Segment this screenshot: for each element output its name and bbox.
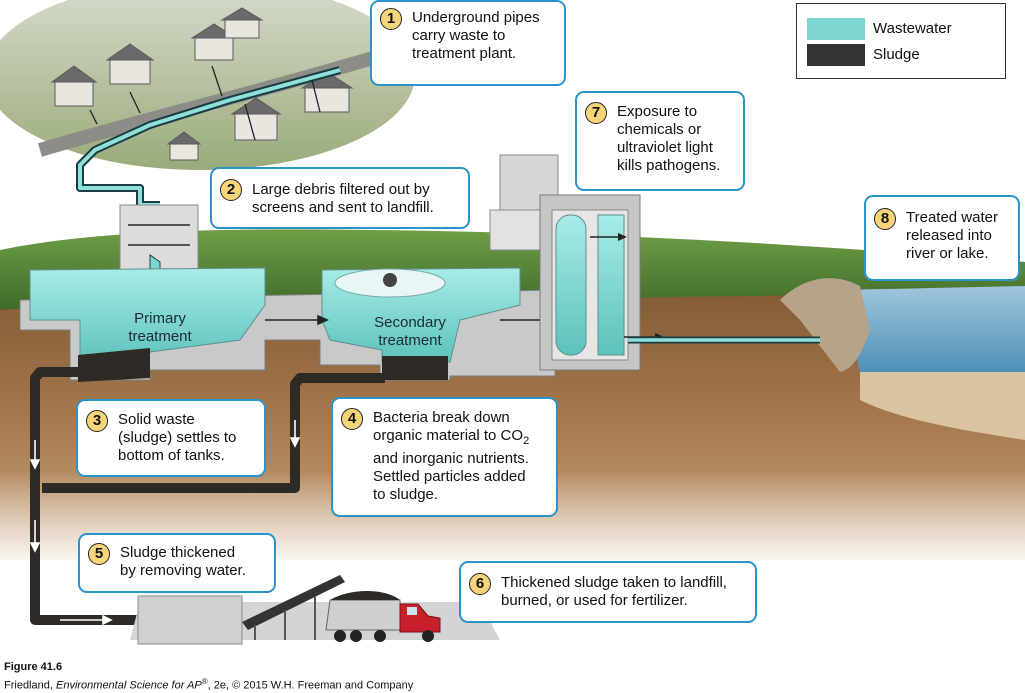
step-text: Underground pipes carry waste to treatme… — [412, 9, 540, 62]
callout-step-2: 2 Large debris filtered out by screens a… — [210, 167, 470, 229]
step-text: Treated water released into river or lak… — [906, 209, 998, 262]
secondary-tank-sludge — [382, 356, 448, 380]
thickener-building — [137, 595, 243, 645]
step-number-badge: 5 — [88, 543, 110, 565]
step-number-badge: 1 — [380, 8, 402, 30]
source-reg-mark: ® — [201, 677, 208, 686]
step-number-badge: 2 — [220, 179, 242, 201]
figure-source: Friedland, Environmental Science for AP®… — [4, 677, 413, 692]
step-text-part: and inorganic nutrients. Settled particl… — [373, 450, 529, 503]
callout-step-7: 7 Exposure to chemicals or ultraviolet l… — [575, 91, 745, 191]
legend-label-sludge: Sludge — [873, 46, 920, 63]
secondary-treatment-label: Secondary treatment — [374, 314, 446, 349]
legend-label-wastewater: Wastewater — [873, 20, 952, 37]
step-text: Large debris filtered out by screens and… — [252, 181, 434, 216]
house-connector-arrows — [89, 65, 321, 141]
primary-treatment-label: Primary treatment — [128, 310, 192, 345]
legend-swatch-wastewater — [807, 18, 865, 40]
dump-truck — [325, 591, 441, 642]
callout-step-3: 3 Solid waste (sludge) settles to bottom… — [76, 399, 266, 477]
step-number-badge: 7 — [585, 102, 607, 124]
callout-step-4: 4 Bacteria break down organic material t… — [331, 397, 558, 517]
disinfection-building — [489, 154, 664, 371]
source-title: Environmental Science for AP — [55, 679, 202, 692]
houses — [50, 7, 354, 161]
source-rest: , 2e, © 2015 W.H. Freeman and Company — [207, 679, 414, 692]
step-text: Sludge thickened by removing water. — [120, 544, 246, 579]
subscript-2: 2 — [523, 435, 530, 447]
step-number-badge: 6 — [469, 573, 491, 595]
step-number-badge: 8 — [874, 208, 896, 230]
step-text-part: Bacteria break down organic material to … — [373, 409, 524, 444]
callout-step-5: 5 Sludge thickened by removing water. — [78, 533, 276, 593]
step-text: Exposure to chemicals or ultraviolet lig… — [617, 103, 721, 174]
step-text: Thickened sludge taken to landfill, burn… — [501, 574, 727, 609]
legend: Wastewater Sludge — [796, 3, 1006, 79]
conveyor — [242, 575, 345, 640]
primary-tank-sludge — [78, 348, 150, 382]
figure-number: Figure 41.6 — [4, 661, 63, 673]
step-number-badge: 4 — [341, 408, 363, 430]
callout-step-1: 1 Underground pipes carry waste to treat… — [370, 0, 566, 86]
lake-shore — [860, 372, 1025, 440]
legend-swatch-sludge — [807, 44, 865, 66]
source-author: Friedland, — [4, 679, 56, 692]
sludge-pipe-secondary — [42, 373, 385, 493]
cliff — [780, 278, 870, 372]
step-text: Bacteria break down organic material to … — [373, 409, 546, 504]
sludge-flow-arrows — [29, 420, 301, 626]
step-text: Solid waste (sludge) settles to bottom o… — [118, 411, 237, 464]
callout-step-6: 6 Thickened sludge taken to landfill, bu… — [459, 561, 757, 623]
lake — [840, 286, 1025, 372]
callout-step-8: 8 Treated water released into river or l… — [864, 195, 1020, 281]
step-number-badge: 3 — [86, 410, 108, 432]
